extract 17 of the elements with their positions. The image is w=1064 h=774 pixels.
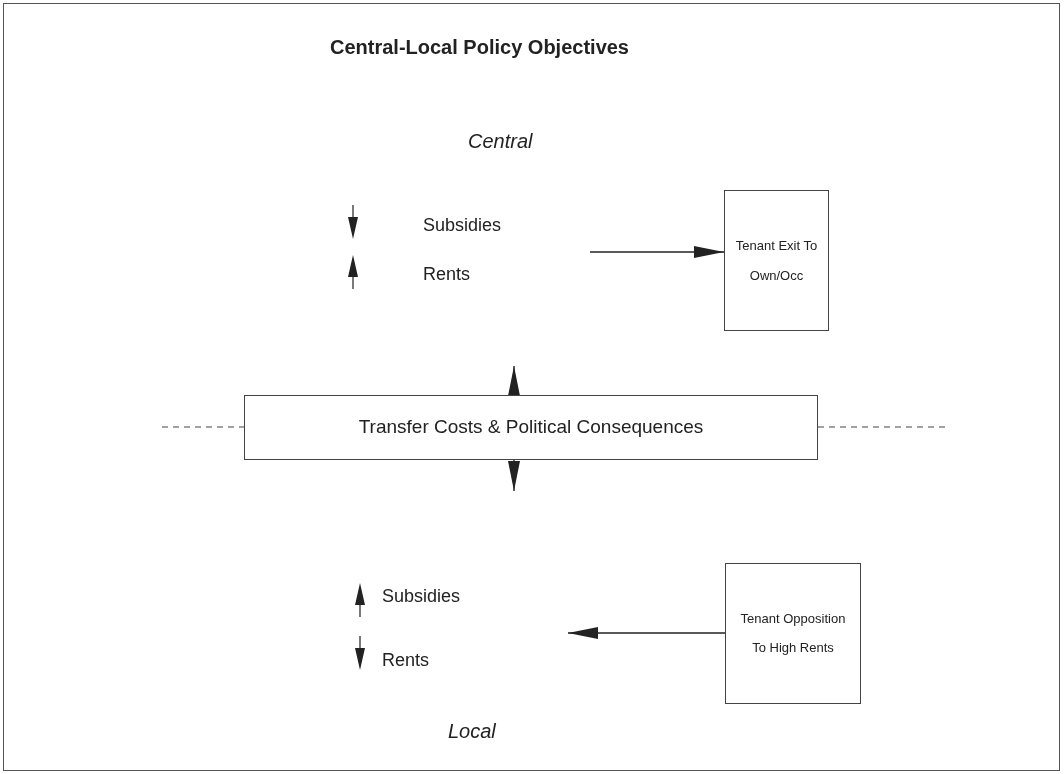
section-label: Local (448, 720, 496, 743)
variable-label: Rents (423, 264, 471, 285)
arrow (508, 459, 520, 492)
arrow (589, 246, 725, 258)
process-box (724, 190, 829, 331)
process-box (725, 563, 861, 704)
box-text: Tenant Exit To Own/Occ (734, 236, 819, 285)
diagram-title: Central-Local Policy Objectives (330, 36, 629, 59)
arrow (567, 627, 726, 639)
box-text: Tenant Opposition To High Rents (739, 609, 847, 657)
box-text: Transfer Costs & Political Consequences (358, 416, 704, 439)
variable-label: Subsidies (423, 215, 502, 236)
variable-label: Subsidies (382, 586, 461, 607)
variable-label: Rents (382, 650, 430, 671)
section-label: Central (468, 130, 533, 153)
arrow (508, 365, 520, 396)
process-box (244, 395, 818, 460)
